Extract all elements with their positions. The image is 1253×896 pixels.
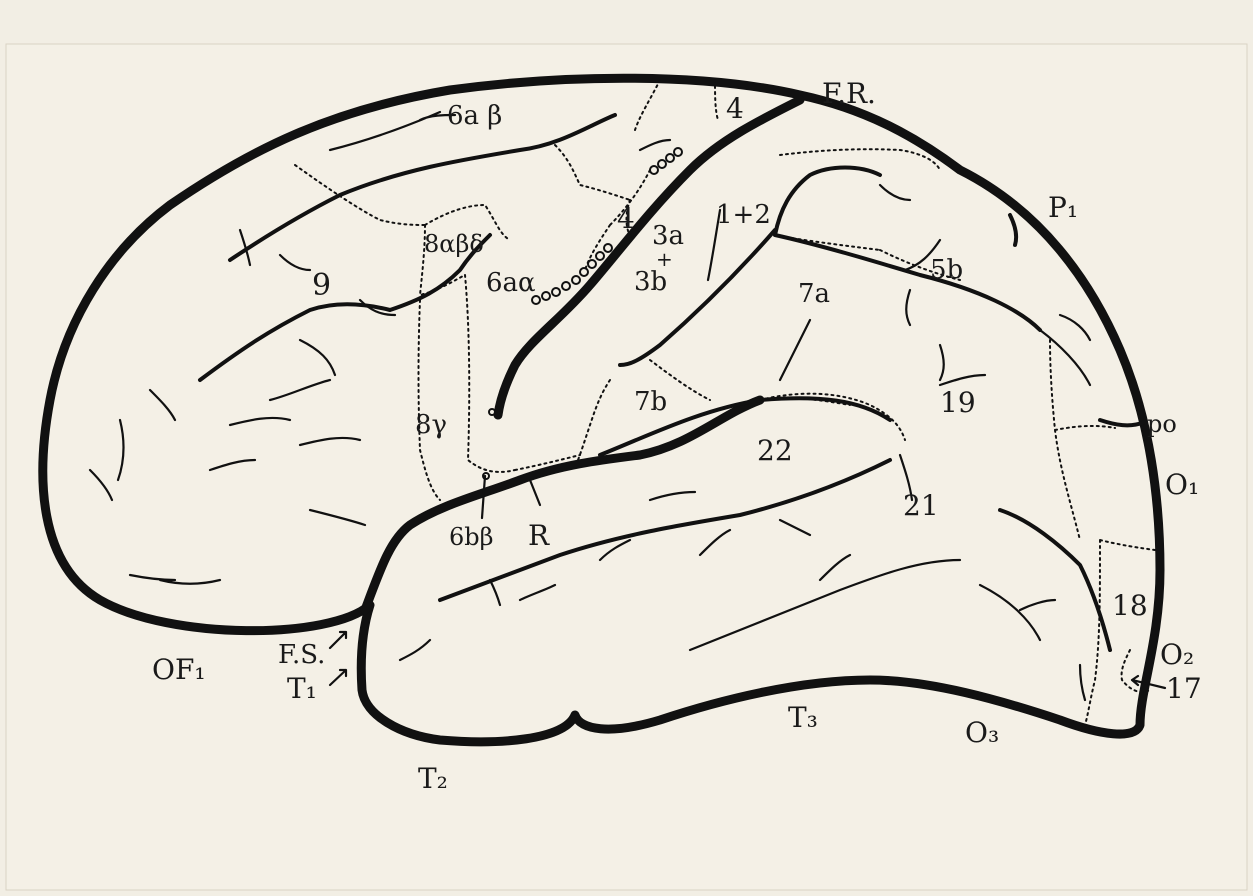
label-po: po <box>1147 410 1177 438</box>
label-o1: O₁ <box>1165 468 1199 501</box>
label-21: 21 <box>903 489 939 522</box>
label-4-top: 4 <box>726 92 744 125</box>
label-5b: 5b <box>930 255 963 285</box>
label-17: 17 <box>1166 672 1202 705</box>
label-o3: O₃ <box>965 716 999 749</box>
label-p1: P₁ <box>1048 191 1078 224</box>
label-7a: 7a <box>798 279 830 309</box>
label-9: 9 <box>312 268 331 303</box>
label-3b: 3b <box>634 267 667 297</box>
label-8g: 8γ <box>415 410 447 440</box>
label-fs: F.S. <box>278 640 325 670</box>
label-18: 18 <box>1112 589 1148 622</box>
label-of1: OF₁ <box>152 653 206 686</box>
label-6aa: 6aα <box>486 268 536 298</box>
label-t2: T₂ <box>418 762 448 795</box>
label-19: 19 <box>940 386 976 419</box>
label-7b: 7b <box>634 387 667 417</box>
label-4-mid: 4 <box>617 202 635 235</box>
label-t1: T₁ <box>287 672 317 705</box>
label-o2: O₂ <box>1160 638 1194 671</box>
label-t3: T₃ <box>788 701 818 734</box>
label-22: 22 <box>757 434 793 467</box>
label-6bb: 6bβ <box>449 523 494 551</box>
label-6ab: 6a β <box>447 101 502 131</box>
label-1-2: 1+2 <box>716 200 771 230</box>
label-fr: F.R. <box>822 77 876 110</box>
label-r: R <box>528 519 550 552</box>
label-8abd: 8αβδ <box>424 230 484 258</box>
